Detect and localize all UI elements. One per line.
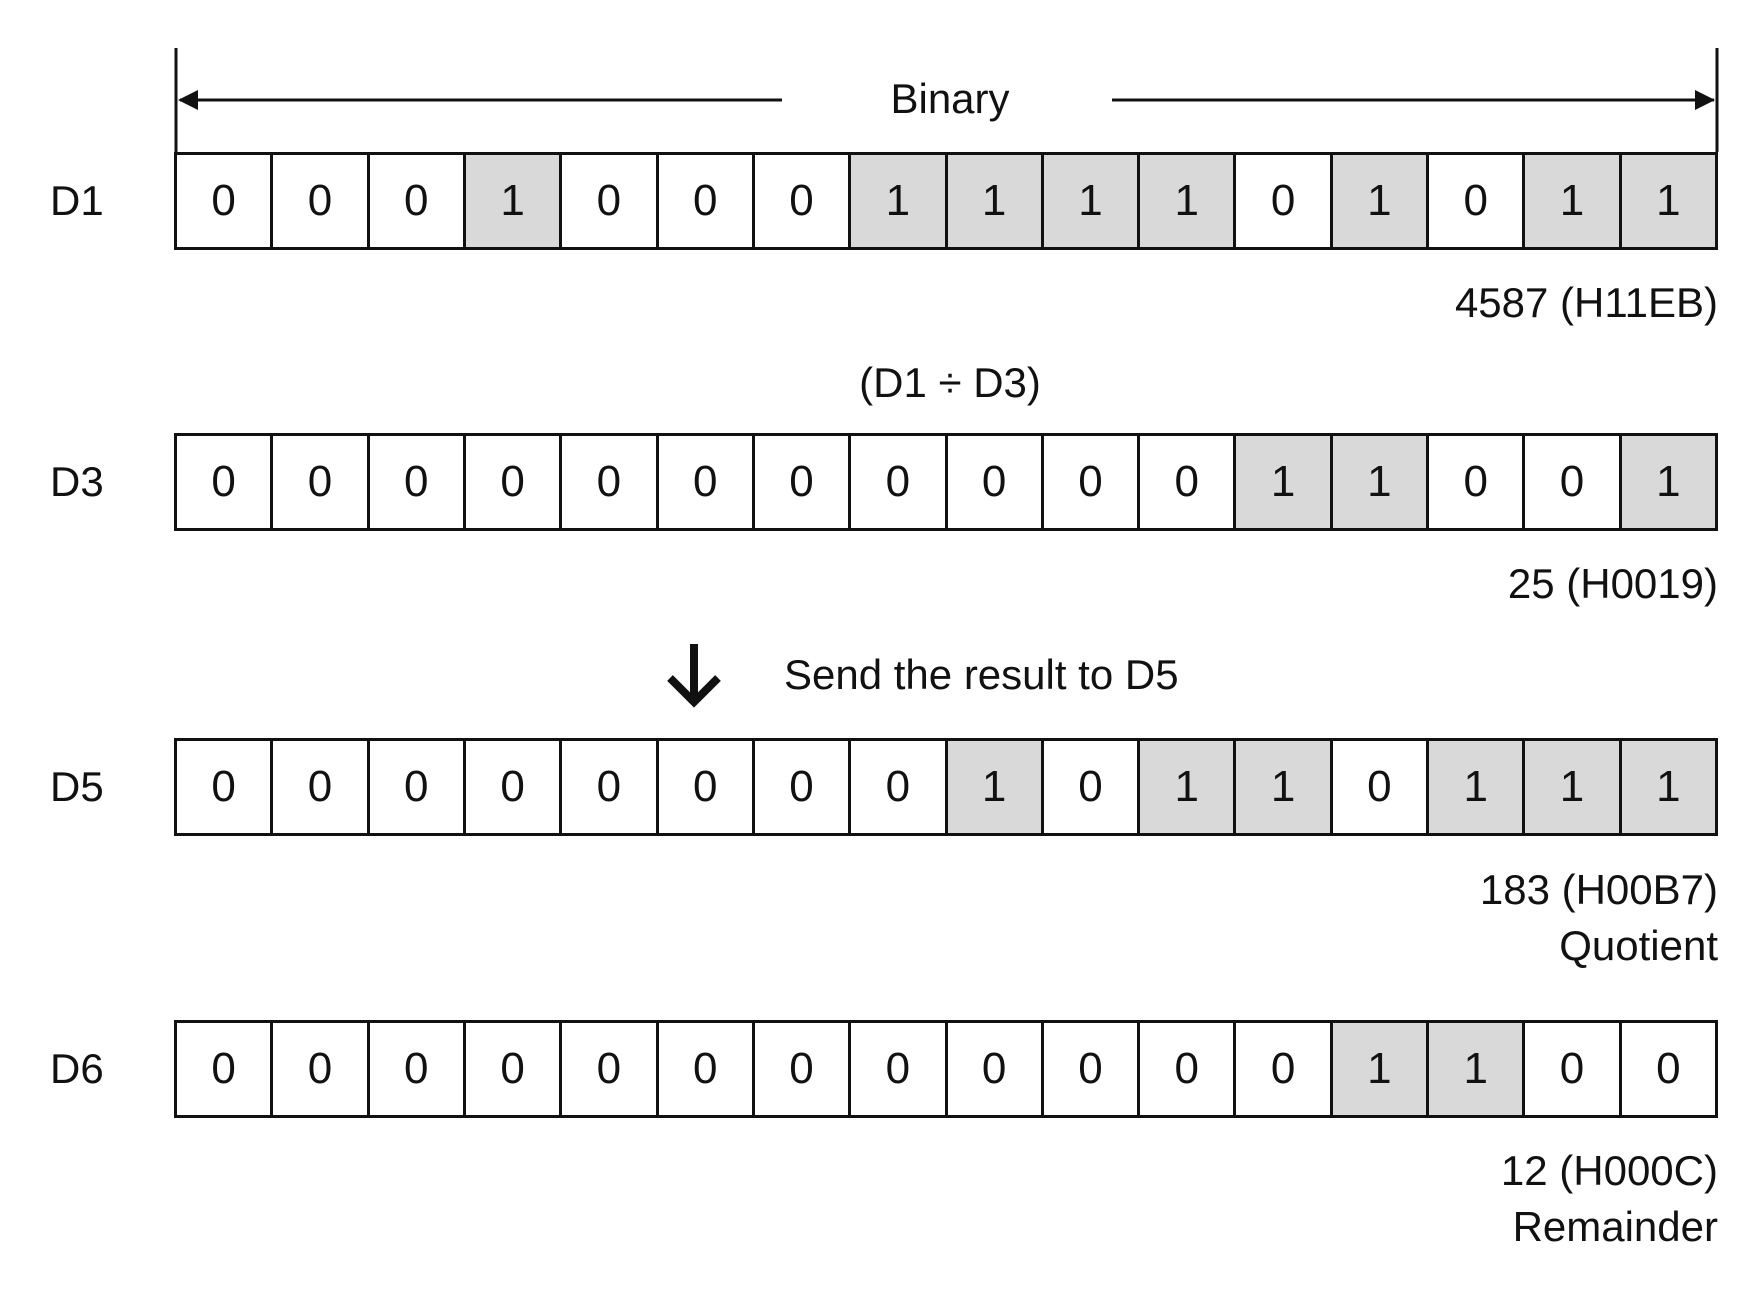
bit-cell: 0 xyxy=(658,436,755,528)
bit-cell: 0 xyxy=(947,1023,1044,1115)
bit-cell: 1 xyxy=(1525,741,1622,833)
register-value-d5: 183 (H00B7) xyxy=(1479,866,1718,913)
bit-cell: 0 xyxy=(1236,1023,1333,1115)
register-caption-d6: Remainder xyxy=(1512,1203,1718,1250)
bit-cell: 0 xyxy=(851,1023,948,1115)
binary-label: Binary xyxy=(890,75,1010,122)
bit-cell: 0 xyxy=(562,155,659,247)
bit-cell: 0 xyxy=(1525,436,1622,528)
bit-cell: 0 xyxy=(465,741,563,833)
bit-cell: 0 xyxy=(177,741,274,833)
register-value-d1: 4587 (H11EB) xyxy=(1454,279,1718,326)
down-arrow-icon xyxy=(667,644,721,708)
bit-cell: 1 xyxy=(1525,155,1622,247)
bit-cell: 0 xyxy=(1525,1023,1622,1115)
register-label-d6: D6 xyxy=(50,1045,104,1092)
bit-cell: 0 xyxy=(369,741,466,833)
register-value-d3: 25 (H0019) xyxy=(1507,560,1718,607)
bit-cell: 0 xyxy=(658,1023,755,1115)
bit-cell: 0 xyxy=(465,436,563,528)
left-arrowhead-icon xyxy=(178,90,198,110)
bit-cell: 1 xyxy=(1236,741,1333,833)
bit-cell: 0 xyxy=(1043,1023,1141,1115)
bit-cell: 1 xyxy=(1621,741,1715,833)
bit-cell: 1 xyxy=(1140,155,1237,247)
bit-cell: 0 xyxy=(562,1023,659,1115)
bit-cell: 0 xyxy=(851,436,948,528)
bit-cell: 0 xyxy=(851,741,948,833)
bit-cell: 1 xyxy=(1140,741,1237,833)
bit-cell: 0 xyxy=(754,1023,852,1115)
register-label-d1: D1 xyxy=(50,177,104,224)
bit-cell: 0 xyxy=(273,436,370,528)
register-caption-d5: Quotient xyxy=(1559,922,1718,969)
right-arrowhead-icon xyxy=(1695,90,1715,110)
bit-cell: 0 xyxy=(754,436,852,528)
bit-cell: 1 xyxy=(1043,155,1141,247)
bit-cell: 0 xyxy=(1236,155,1333,247)
bit-cell: 1 xyxy=(1332,436,1430,528)
bit-cell: 0 xyxy=(273,155,370,247)
bit-cell: 1 xyxy=(1621,436,1715,528)
bit-cell: 0 xyxy=(1043,436,1141,528)
bit-cell: 0 xyxy=(1621,1023,1715,1115)
bit-cell: 0 xyxy=(1140,436,1237,528)
bit-cell: 0 xyxy=(273,1023,370,1115)
bit-cell: 0 xyxy=(658,155,755,247)
bit-cell: 1 xyxy=(851,155,948,247)
register-label-d5: D5 xyxy=(50,763,104,810)
bit-cell: 0 xyxy=(369,1023,466,1115)
bit-cell: 0 xyxy=(369,155,466,247)
bit-cell: 1 xyxy=(947,155,1044,247)
bit-cell: 0 xyxy=(369,436,466,528)
bit-cell: 0 xyxy=(177,155,274,247)
bit-cell: 1 xyxy=(1236,436,1333,528)
register-label-d3: D3 xyxy=(50,458,104,505)
bit-cell: 0 xyxy=(754,155,852,247)
bit-cell: 0 xyxy=(1429,436,1526,528)
bit-cell: 0 xyxy=(1140,1023,1237,1115)
bit-cell: 1 xyxy=(1429,741,1526,833)
bit-cell: 0 xyxy=(465,1023,563,1115)
bit-cell: 0 xyxy=(658,741,755,833)
bit-cell: 1 xyxy=(1429,1023,1526,1115)
bit-cell: 1 xyxy=(1332,1023,1430,1115)
bit-cell: 1 xyxy=(947,741,1044,833)
operation-label: (D1 ÷ D3) xyxy=(859,359,1041,406)
bit-cell: 0 xyxy=(562,741,659,833)
bit-cell: 0 xyxy=(177,436,274,528)
bit-cell: 0 xyxy=(562,436,659,528)
bit-cell: 1 xyxy=(1621,155,1715,247)
bit-cell: 0 xyxy=(754,741,852,833)
bit-cell: 0 xyxy=(1429,155,1526,247)
bit-cell: 0 xyxy=(947,436,1044,528)
binary-span-lines xyxy=(174,48,1719,152)
bit-cell: 0 xyxy=(1332,741,1430,833)
bit-cell: 0 xyxy=(273,741,370,833)
register-value-d6: 12 (H000C) xyxy=(1500,1147,1718,1194)
bit-cell: 1 xyxy=(1332,155,1430,247)
bit-cell: 1 xyxy=(465,155,563,247)
transfer-label: Send the result to D5 xyxy=(784,651,1179,698)
bit-cell: 0 xyxy=(177,1023,274,1115)
bit-cell: 0 xyxy=(1043,741,1141,833)
